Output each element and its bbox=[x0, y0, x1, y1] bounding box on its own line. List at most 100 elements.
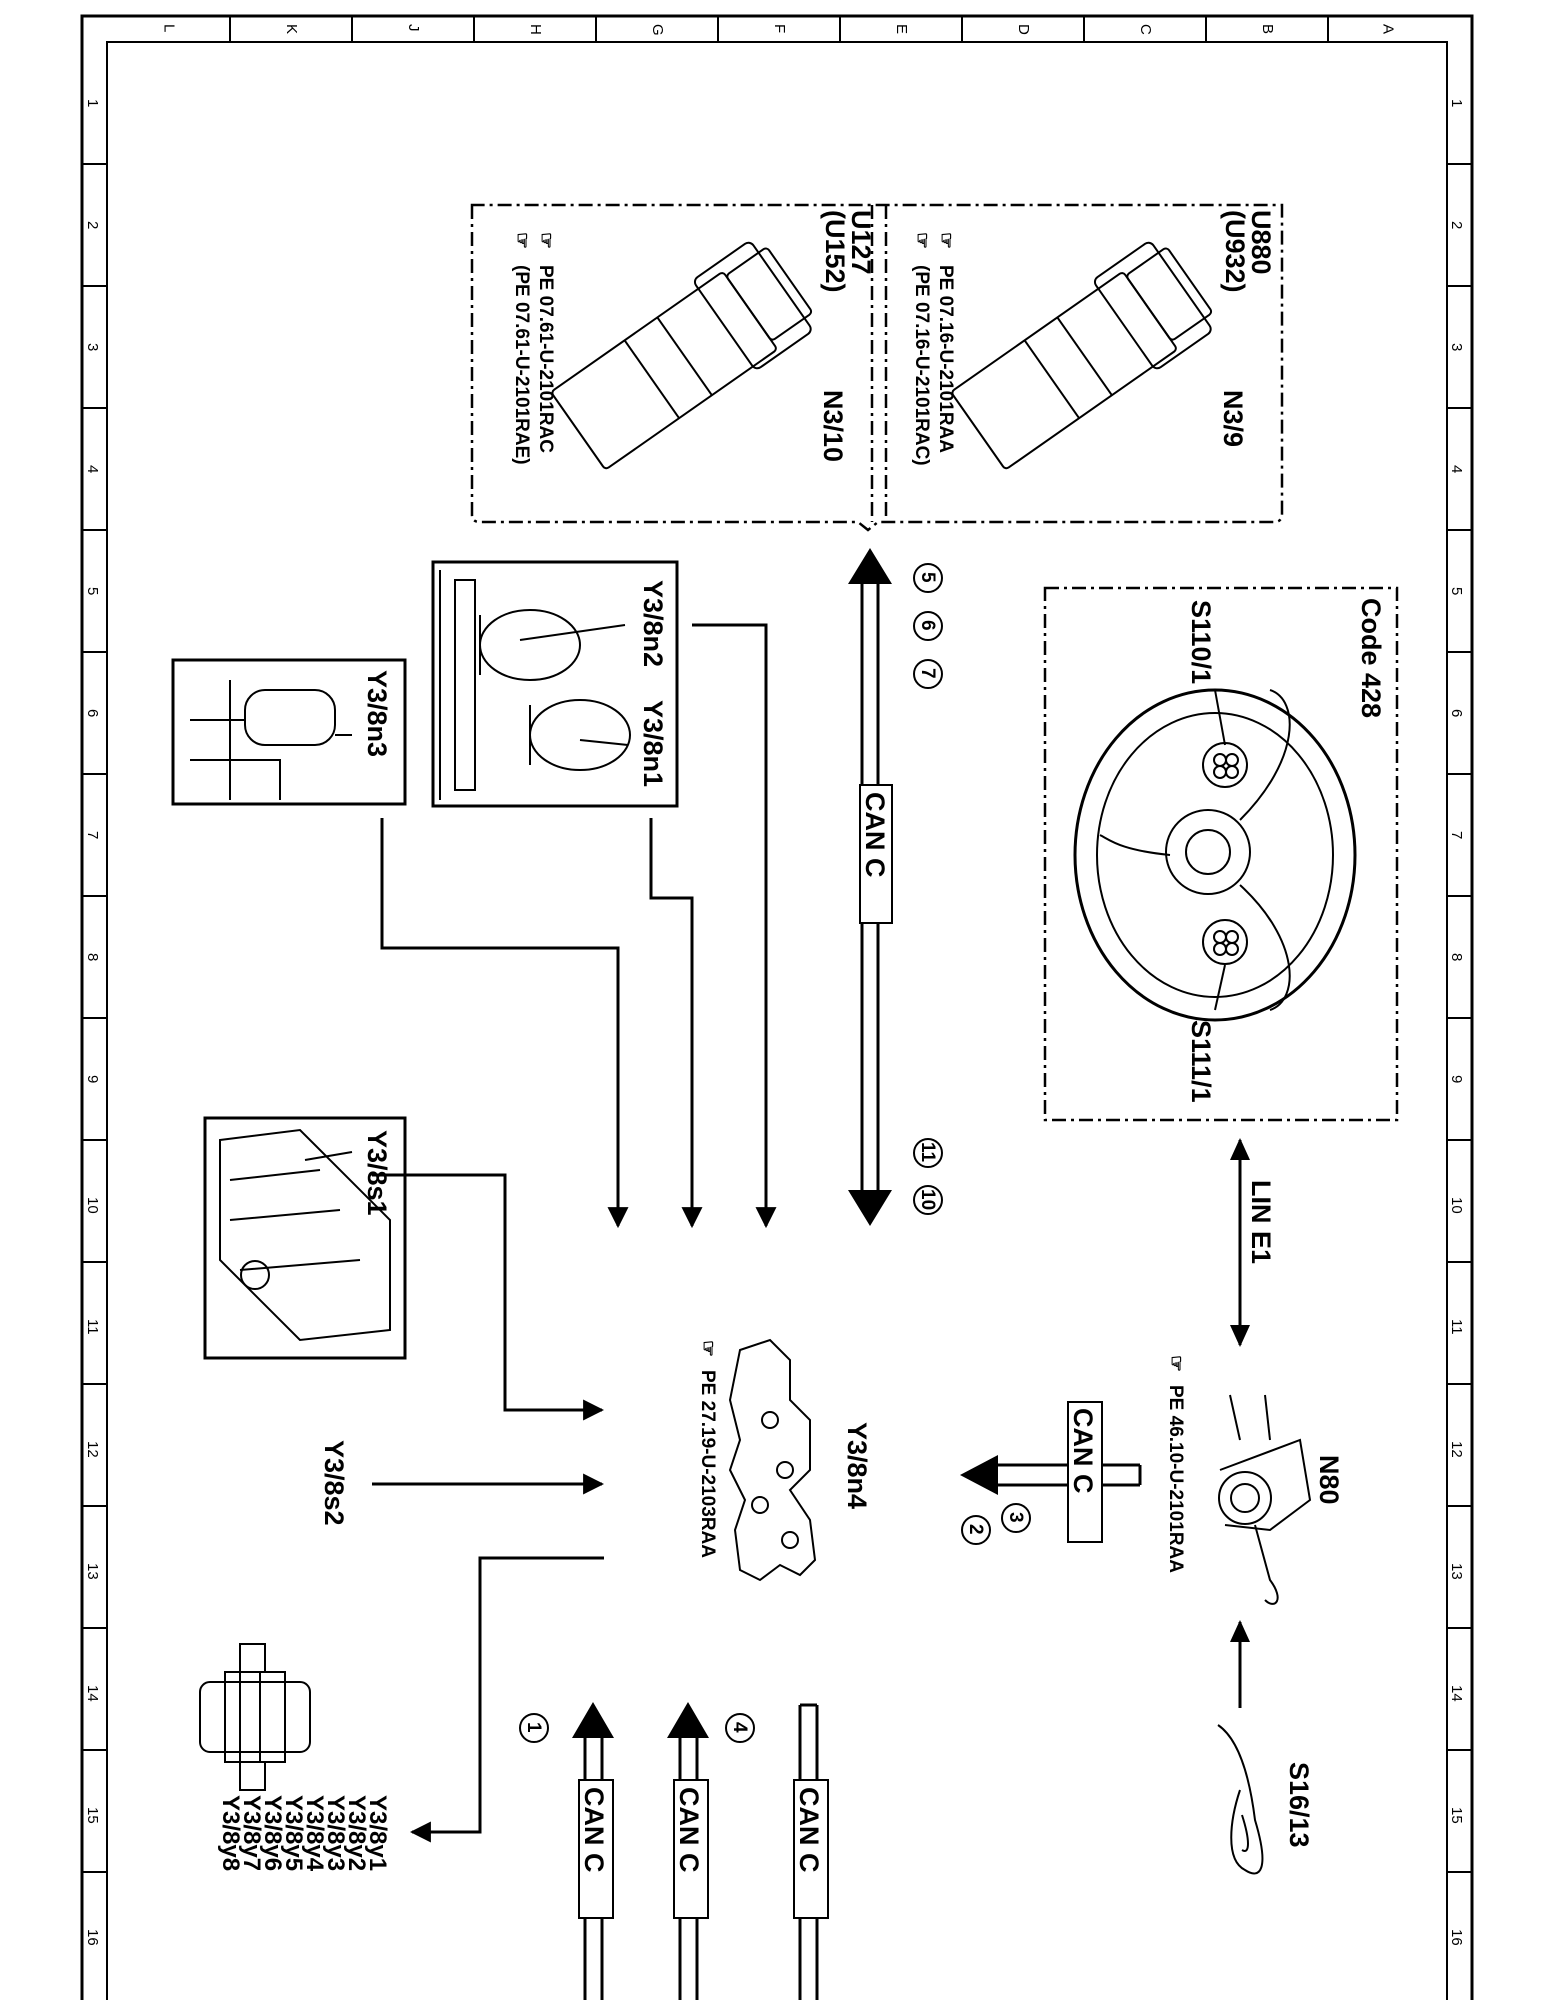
solenoid-label-6: Y3/8y6 bbox=[259, 1795, 286, 1871]
lin-e1-bus: LIN E1 bbox=[1230, 1138, 1276, 1347]
n3-10-ref-icon2: ☞ bbox=[511, 232, 532, 249]
n3-9-id1: U880 bbox=[1246, 210, 1276, 275]
column-letter-J: J bbox=[405, 24, 422, 32]
lin-e1-label: LIN E1 bbox=[1246, 1180, 1276, 1264]
marker-6: 6 bbox=[917, 620, 938, 631]
n3-9-id2: (U932) bbox=[1220, 210, 1250, 293]
row-number-right-2: 2 bbox=[1448, 221, 1465, 229]
y3-8n4-ref: PE 27.19-U-2103RAA bbox=[697, 1370, 718, 1558]
n3-10-id1: U127 bbox=[846, 210, 876, 275]
marker-1: 1 bbox=[523, 1722, 544, 1733]
n80-ref-icon: ☞ bbox=[1165, 1355, 1186, 1372]
n3-9-ref-icon: ☞ bbox=[935, 232, 956, 249]
can-c-vertical-bus: CAN C bbox=[848, 548, 893, 1226]
solenoid-label-8: Y3/8y8 bbox=[217, 1795, 244, 1871]
solenoid-label-2: Y3/8y2 bbox=[343, 1795, 370, 1871]
row-number-left-11: 11 bbox=[84, 1319, 101, 1335]
row-number-right-15: 15 bbox=[1448, 1807, 1465, 1824]
row-number-left-8: 8 bbox=[84, 953, 101, 961]
row-number-left-10: 10 bbox=[84, 1197, 101, 1214]
can-c-bottom-buses: CAN C CAN C CAN C bbox=[572, 1702, 829, 2000]
row-number-left-6: 6 bbox=[84, 709, 101, 717]
row-number-left-2: 2 bbox=[84, 221, 101, 229]
n3-9-module bbox=[951, 241, 1213, 470]
marker-11: 11 bbox=[917, 1142, 938, 1163]
column-letter-G: G bbox=[649, 24, 666, 36]
n3-10-ref1: PE 07.61-U-2101RAC bbox=[535, 265, 556, 453]
s111-1-label: S111/1 bbox=[1186, 1020, 1216, 1103]
n3-10-ref2: (PE 07.61-U-2101RAE) bbox=[511, 265, 532, 465]
n80-ref: PE 46.10-U-2101RAA bbox=[1165, 1385, 1186, 1573]
row-number-left-5: 5 bbox=[84, 587, 101, 595]
marker-3: 3 bbox=[1005, 1512, 1026, 1523]
can-c-label-main: CAN C bbox=[860, 792, 890, 878]
n3-10-ref-icon: ☞ bbox=[535, 232, 556, 249]
row-number-right-6: 6 bbox=[1448, 709, 1465, 717]
row-number-right-16: 16 bbox=[1448, 1929, 1465, 1946]
y3-8n3-label: Y3/8n3 bbox=[362, 670, 392, 757]
row-number-left-14: 14 bbox=[84, 1685, 101, 1702]
n3-10-label: N3/10 bbox=[818, 390, 848, 462]
row-number-right-1: 1 bbox=[1448, 99, 1465, 107]
marker-4: 4 bbox=[729, 1722, 750, 1733]
n3-10-id2: (U152) bbox=[820, 210, 850, 293]
row-number-right-3: 3 bbox=[1448, 343, 1465, 351]
column-letter-K: K bbox=[283, 24, 300, 34]
can-c-label-bottom-2: CAN C bbox=[674, 1787, 704, 1873]
row-number-left-13: 13 bbox=[84, 1563, 101, 1580]
solenoid-label-4: Y3/8y4 bbox=[301, 1795, 328, 1872]
control-units-group: U880 (U932) N3/9 PE 07.16-U-2101RAA (PE … bbox=[470, 203, 1284, 532]
solenoid-label-5: Y3/8y5 bbox=[280, 1795, 307, 1871]
n3-9-ref1: PE 07.16-U-2101RAA bbox=[935, 265, 956, 453]
can-c-label-n80: CAN C bbox=[1068, 1408, 1098, 1494]
column-letter-F: F bbox=[771, 24, 788, 33]
marker-10: 10 bbox=[917, 1189, 938, 1210]
markers: 5 6 7 11 10 3 2 1 4 bbox=[519, 563, 1031, 1743]
y3-8n1-label: Y3/8n1 bbox=[638, 700, 668, 787]
can-c-n80-bus: CAN C bbox=[960, 1401, 1142, 1543]
y3-8n4-component: Y3/8n4 ☞ PE 27.19-U-2103RAA bbox=[697, 1338, 872, 1582]
row-number-right-9: 9 bbox=[1448, 1075, 1465, 1083]
y3-8s2-label: Y3/8s2 bbox=[319, 1440, 349, 1526]
row-number-left-4: 4 bbox=[84, 465, 101, 473]
solenoid-label-1: Y3/8y1 bbox=[364, 1795, 391, 1871]
can-c-label-bottom-3: CAN C bbox=[794, 1787, 824, 1873]
row-number-left-3: 3 bbox=[84, 343, 101, 351]
s16-13-label: S16/13 bbox=[1284, 1762, 1314, 1848]
row-number-left-15: 15 bbox=[84, 1807, 101, 1824]
marker-5: 5 bbox=[917, 572, 938, 583]
row-number-right-14: 14 bbox=[1448, 1685, 1465, 1702]
row-number-right-7: 7 bbox=[1448, 831, 1465, 839]
n80-label: N80 bbox=[1314, 1455, 1344, 1505]
y3-8s1-label: Y3/8s1 bbox=[362, 1130, 392, 1216]
y3-8n1-n2-box: Y3/8n2 Y3/8n1 bbox=[431, 560, 679, 808]
code-428-box: Code 428 S110/1 S111/1 bbox=[1043, 586, 1399, 1122]
steering-wheel-icon bbox=[1073, 688, 1357, 1022]
n3-9-ref2: (PE 07.16-U-2101RAC) bbox=[911, 265, 932, 466]
row-number-right-11: 11 bbox=[1448, 1319, 1465, 1335]
n3-9-ref-icon2: ☞ bbox=[911, 232, 932, 249]
can-c-label-bottom-1: CAN C bbox=[579, 1787, 609, 1873]
row-number-right-5: 5 bbox=[1448, 587, 1465, 595]
y3-8n2-label: Y3/8n2 bbox=[638, 580, 668, 667]
solenoids-component: Y3/8y1Y3/8y2Y3/8y3Y3/8y4Y3/8y5Y3/8y6Y3/8… bbox=[199, 1643, 391, 1872]
marker-2: 2 bbox=[965, 1524, 986, 1535]
column-letter-H: H bbox=[527, 24, 544, 35]
column-letter-E: E bbox=[893, 24, 910, 34]
y3-8s1-box: Y3/8s1 bbox=[203, 1116, 407, 1360]
n3-9-label: N3/9 bbox=[1218, 390, 1248, 447]
n80-component: N80 ☞ PE 46.10-U-2101RAA bbox=[1165, 1355, 1344, 1605]
row-number-right-12: 12 bbox=[1448, 1441, 1465, 1458]
y3-8n4-ref-icon: ☞ bbox=[697, 1340, 718, 1357]
code-428-title: Code 428 bbox=[1356, 598, 1386, 718]
column-letter-A: A bbox=[1380, 24, 1397, 34]
row-number-left-12: 12 bbox=[84, 1441, 101, 1458]
y3-8n3-box: Y3/8n3 bbox=[171, 658, 407, 806]
solenoid-label-7: Y3/8y7 bbox=[238, 1795, 265, 1871]
signal-wires bbox=[372, 623, 777, 1843]
row-number-right-10: 10 bbox=[1448, 1197, 1465, 1214]
row-number-left-1: 1 bbox=[84, 99, 101, 107]
row-number-right-13: 13 bbox=[1448, 1563, 1465, 1580]
n3-10-module bbox=[551, 241, 813, 470]
row-number-left-7: 7 bbox=[84, 831, 101, 839]
